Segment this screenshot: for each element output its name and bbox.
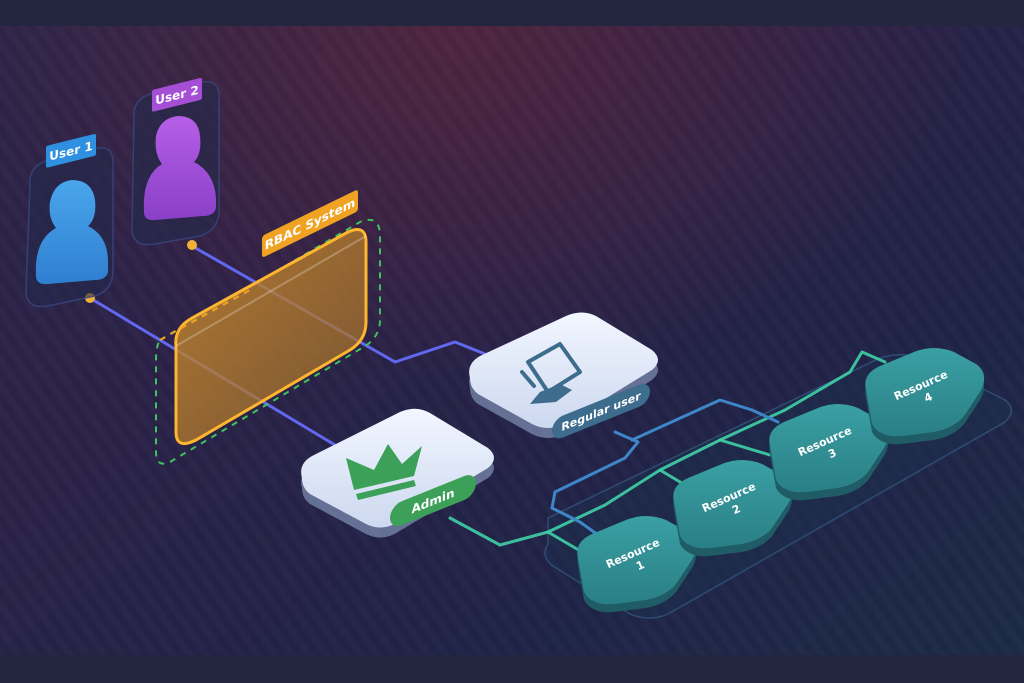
admin-branch-r1-line (546, 530, 584, 554)
crown-icon (346, 444, 422, 500)
admin-branch-r3-line (718, 438, 772, 457)
resource-1: Resource 1 (577, 516, 697, 613)
user2-card: User 2 (131, 77, 220, 246)
admin-to-resources-line (448, 350, 887, 547)
top-band (0, 0, 1024, 26)
resource-2: Resource 2 (673, 460, 793, 557)
bottom-band (0, 655, 1024, 683)
regular-to-resources-line (550, 430, 640, 542)
tablet-hand-icon (520, 342, 582, 404)
user-icon (143, 116, 216, 221)
resource-4: Resource 4 (865, 348, 985, 445)
resource-3: Resource 3 (769, 404, 889, 501)
regular-branch-line (630, 398, 780, 442)
user1-card: User 1 (25, 133, 114, 308)
regular-user-role-tile: Regular user (469, 312, 658, 439)
admin-role-tile: Admin (301, 408, 494, 538)
user2-connector-dot (187, 240, 197, 250)
user-icon (35, 180, 109, 285)
